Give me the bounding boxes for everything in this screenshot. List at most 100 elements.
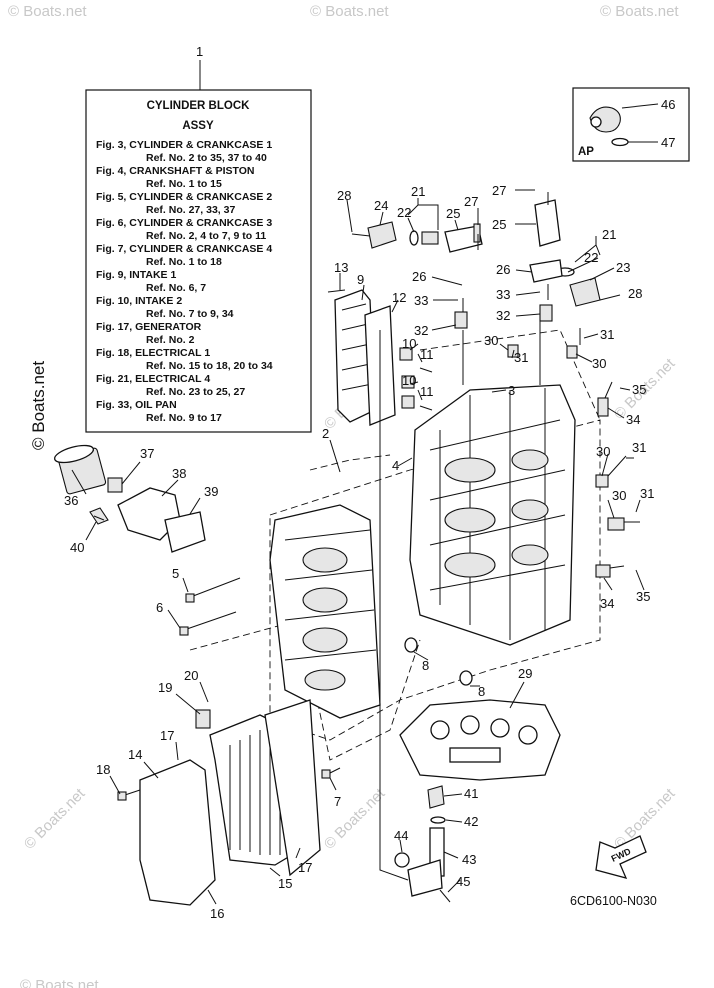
- info-line: Ref. No. 1 to 18: [146, 256, 222, 268]
- callout-label: 5: [172, 566, 179, 581]
- leader-lines: [71, 189, 645, 905]
- info-line: Fig. 5, CYLINDER & CRANKCASE 2: [96, 191, 272, 203]
- assembly-info-box: 1 CYLINDER BLOCK ASSY Fig. 3, CYLINDER &…: [85, 44, 312, 433]
- info-line: Fig. 7, CYLINDER & CRANKCASE 4: [96, 243, 272, 255]
- callout-label: 24: [374, 198, 388, 213]
- callout-label: 8: [478, 684, 485, 699]
- callout-label: 31: [640, 486, 654, 501]
- info-box-subtitle: ASSY: [182, 120, 214, 132]
- ap-oring-part: [611, 137, 629, 147]
- callout-label: 10: [402, 336, 416, 351]
- exhaust-cover-part: [139, 699, 321, 906]
- info-box-frame: [85, 89, 312, 433]
- info-line: Fig. 9, INTAKE 1: [96, 269, 176, 281]
- bottom-gasket-part: [399, 699, 561, 781]
- bolts-parts: [93, 192, 640, 801]
- callout-label: 36: [64, 493, 78, 508]
- callout-label: 26: [496, 262, 510, 277]
- watermark: © Boats.net: [600, 3, 679, 20]
- callout-label: 25: [492, 217, 506, 232]
- callout-label: 41: [464, 786, 478, 801]
- callout-label: 30: [596, 444, 610, 459]
- info-line: Fig. 17, GENERATOR: [96, 321, 202, 333]
- callout-label: 1: [196, 44, 203, 59]
- callout-label: 43: [462, 852, 476, 867]
- callout-label: 6: [156, 600, 163, 615]
- info-line: Fig. 21, ELECTRICAL 4: [96, 373, 210, 385]
- callout-label: 28: [337, 188, 351, 203]
- info-line: Fig. 4, CRANKSHAFT & PISTON: [96, 165, 254, 177]
- callout-label: 31: [514, 350, 528, 365]
- ap-label: AP: [578, 146, 594, 158]
- callout-label: 29: [518, 666, 532, 681]
- callout-label: 30: [484, 333, 498, 348]
- callout-label: 27: [492, 183, 506, 198]
- callout-label: 47: [661, 135, 675, 150]
- callout-label: 12: [392, 290, 406, 305]
- callout-label: 16: [210, 906, 224, 921]
- ap-inset-box: 46 47 AP: [572, 87, 690, 162]
- callout-label: 44: [394, 828, 408, 843]
- callout-label: 33: [496, 287, 510, 302]
- callout-labels: 28 24 22 21 25 27 27 25 21 22 26 26 23 2…: [64, 183, 654, 921]
- crankcase-part: [269, 504, 381, 719]
- callout-label: 15: [278, 876, 292, 891]
- info-line: Ref. No. 23 to 25, 27: [146, 386, 245, 398]
- info-line: Ref. No. 2: [146, 334, 195, 346]
- callout-label: 21: [602, 227, 616, 242]
- info-line: Ref. No. 6, 7: [146, 282, 206, 294]
- callout-label: 7: [334, 794, 341, 809]
- info-line: Ref. No. 2, 4 to 7, 9 to 11: [146, 230, 266, 242]
- callout-label: 11: [420, 347, 434, 362]
- callout-label: 28: [628, 286, 642, 301]
- side-watermark: © Boats.net: [29, 361, 48, 450]
- watermark: © Boats.net: [20, 977, 99, 988]
- callout-label: 11: [420, 384, 434, 399]
- callout-label: 38: [172, 466, 186, 481]
- callout-label: 22: [397, 205, 411, 220]
- info-line: Ref. No. 1 to 15: [146, 178, 222, 190]
- callout-label: 34: [600, 596, 614, 611]
- info-line: Ref. No. 7 to 9, 34: [146, 308, 234, 320]
- fwd-arrow-icon: FWD: [595, 835, 647, 879]
- callout-label: 9: [357, 272, 364, 287]
- info-line: Fig. 18, ELECTRICAL 1: [96, 347, 210, 359]
- callout-label: 27: [464, 194, 478, 209]
- callout-label: 17: [298, 860, 312, 875]
- callout-label: 33: [414, 293, 428, 308]
- info-line: Ref. No. 15 to 18, 20 to 34: [146, 360, 273, 372]
- watermark: © Boats.net: [21, 785, 89, 853]
- callout-label: 21: [411, 184, 425, 199]
- callout-label: 40: [70, 540, 84, 555]
- callout-label: 4: [392, 458, 399, 473]
- callout-label: 30: [612, 488, 626, 503]
- watermark: © Boats.net: [310, 3, 389, 20]
- callout-label: 26: [412, 269, 426, 284]
- callout-label: 37: [140, 446, 154, 461]
- callout-label: 32: [414, 323, 428, 338]
- callout-label: 42: [464, 814, 478, 829]
- info-line: Ref. No. 2 to 35, 37 to 40: [146, 152, 267, 164]
- oil-strainer-part: [394, 785, 451, 903]
- callout-label: 46: [661, 97, 675, 112]
- callout-label: 32: [496, 308, 510, 323]
- callout-label: 13: [334, 260, 348, 275]
- callout-label: 8: [422, 658, 429, 673]
- info-line: Ref. No. 27, 33, 37: [146, 204, 235, 216]
- callout-label: 30: [592, 356, 606, 371]
- callout-label: 3: [508, 383, 515, 398]
- callout-label: 25: [446, 206, 460, 221]
- info-box-title: CYLINDER BLOCK: [147, 100, 251, 112]
- callout-label: 31: [600, 327, 614, 342]
- callout-label: 35: [636, 589, 650, 604]
- callout-label: 14: [128, 747, 142, 762]
- info-line: Fig. 33, OIL PAN: [96, 399, 177, 411]
- info-line: Fig. 3, CYLINDER & CRANKCASE 1: [96, 139, 272, 151]
- callout-label: 31: [632, 440, 646, 455]
- callout-label: 18: [96, 762, 110, 777]
- watermark: © Boats.net: [321, 785, 389, 853]
- oil-filter-part: [53, 444, 206, 553]
- callout-label: 39: [204, 484, 218, 499]
